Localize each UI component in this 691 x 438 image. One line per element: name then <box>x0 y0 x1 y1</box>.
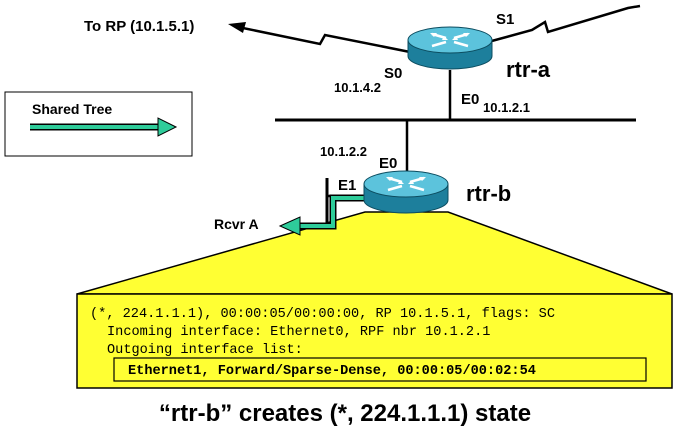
legend-arrowhead <box>157 117 178 137</box>
rtr-a-s0-ip: 10.1.4.2 <box>334 80 381 95</box>
rp-label: To RP (10.1.5.1) <box>84 18 194 35</box>
receiver-label: Rcvr A <box>214 216 259 232</box>
mroute-line-4: Ethernet1, Forward/Sparse-Dense, 00:00:0… <box>128 364 536 379</box>
legend-label: Shared Tree <box>32 101 112 117</box>
rtr-a-e0-ip: 10.1.2.1 <box>483 100 530 115</box>
serial-link-s1 <box>487 4 641 44</box>
rtr-b-e0-label: E0 <box>379 155 397 172</box>
rtr-a-e0-label: E0 <box>461 91 479 108</box>
rtr-a-s1-label: S1 <box>496 11 514 28</box>
mroute-line-1: (*, 224.1.1.1), 00:00:05/00:00:00, RP 10… <box>90 307 555 322</box>
rtr-b-e0-ip: 10.1.2.2 <box>320 144 367 159</box>
mroute-line-2: Incoming interface: Ethernet0, RPF nbr 1… <box>107 325 490 340</box>
serial-link-s0 <box>237 25 411 54</box>
rtr-a-name: rtr-a <box>506 57 551 82</box>
rtr-b-name: rtr-b <box>466 181 511 206</box>
outgoing-highlight <box>113 357 647 382</box>
rtr-a-s0-label: S0 <box>384 65 402 82</box>
caption: “rtr-b” creates (*, 224.1.1.1) state <box>159 400 531 427</box>
mroute-line-3: Outgoing interface list: <box>107 343 303 358</box>
shared-tree-arrowhead <box>278 216 301 236</box>
rtr-b-e1-label: E1 <box>338 177 356 194</box>
callout-pointer <box>76 211 673 295</box>
rtr-a-router-icon[interactable] <box>407 26 493 70</box>
shared-tree-arrow-fill <box>296 196 372 228</box>
rp-arrowhead <box>228 22 246 33</box>
rtr-b-router-icon[interactable] <box>363 170 449 214</box>
